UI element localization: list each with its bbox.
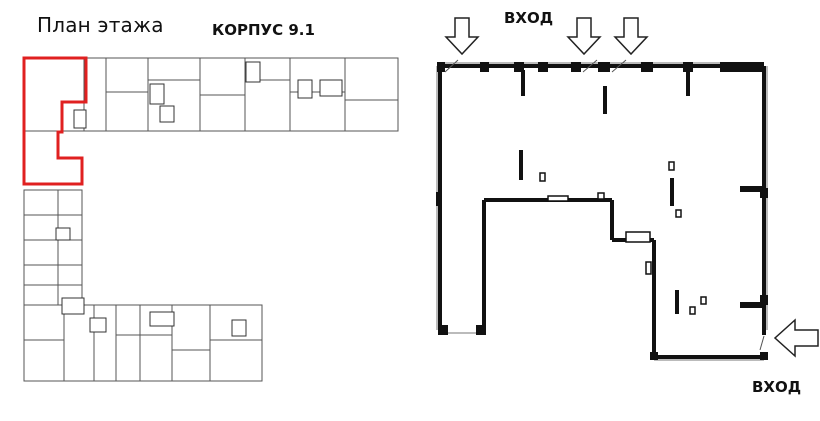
columns	[437, 62, 768, 360]
building-title: КОРПУС 9.1	[212, 21, 315, 39]
entrance-arrow-left-icon	[773, 318, 819, 358]
floor-plan-title: План этажа	[37, 13, 164, 37]
window-strips	[436, 62, 768, 361]
interior-elements	[436, 70, 690, 314]
small-fixtures	[539, 161, 707, 315]
highlighted-unit-outline	[22, 56, 88, 186]
bottom-wing-outline	[23, 304, 263, 382]
entrance-label-top: ВХОД	[504, 9, 554, 27]
entrance-arrow-down-icon	[566, 17, 602, 56]
overview-details	[55, 61, 343, 337]
unit-walls	[438, 64, 766, 359]
entrance-label-bottom: ВХОД	[752, 378, 802, 396]
door-swings	[444, 59, 765, 351]
entrance-arrow-down-icon	[613, 17, 649, 56]
left-wing-outline	[23, 189, 83, 306]
unit-plan	[436, 62, 768, 361]
building-overview-plan	[23, 57, 399, 382]
entrance-arrow-down-icon	[444, 17, 480, 56]
